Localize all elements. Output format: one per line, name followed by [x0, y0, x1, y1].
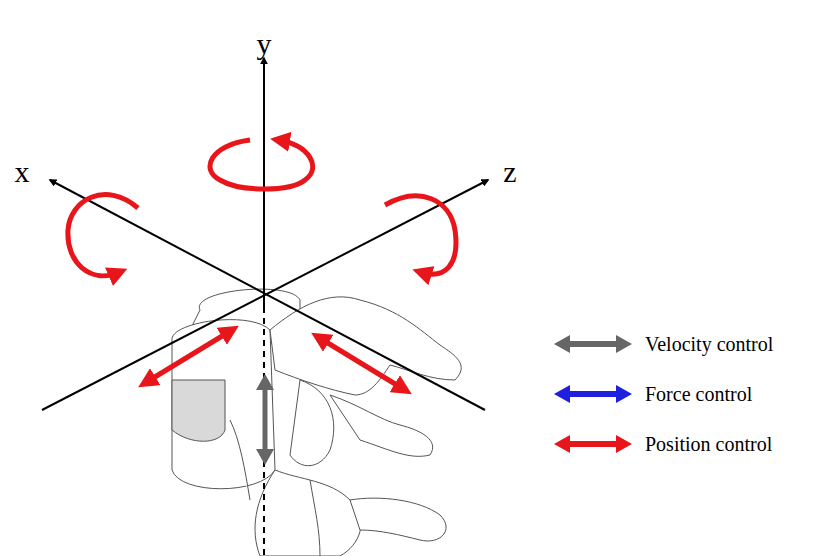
velocity-arrowheads — [256, 374, 274, 465]
rotation-arrows — [68, 140, 456, 276]
legend-arrow — [554, 435, 632, 453]
legend-label: Position control — [645, 434, 772, 454]
axes — [42, 58, 488, 556]
legend-arrow — [554, 385, 632, 403]
axis-label: z — [503, 157, 516, 187]
axis-label: x — [15, 157, 30, 187]
axis-label: y — [257, 29, 272, 59]
translation-arrows — [145, 330, 405, 390]
velocity-arrow — [263, 384, 268, 455]
legend-label: Force control — [645, 384, 752, 404]
vertebra — [172, 289, 461, 556]
legend — [554, 335, 632, 453]
legend-arrow — [554, 335, 632, 353]
legend-label: Velocity control — [645, 334, 773, 354]
